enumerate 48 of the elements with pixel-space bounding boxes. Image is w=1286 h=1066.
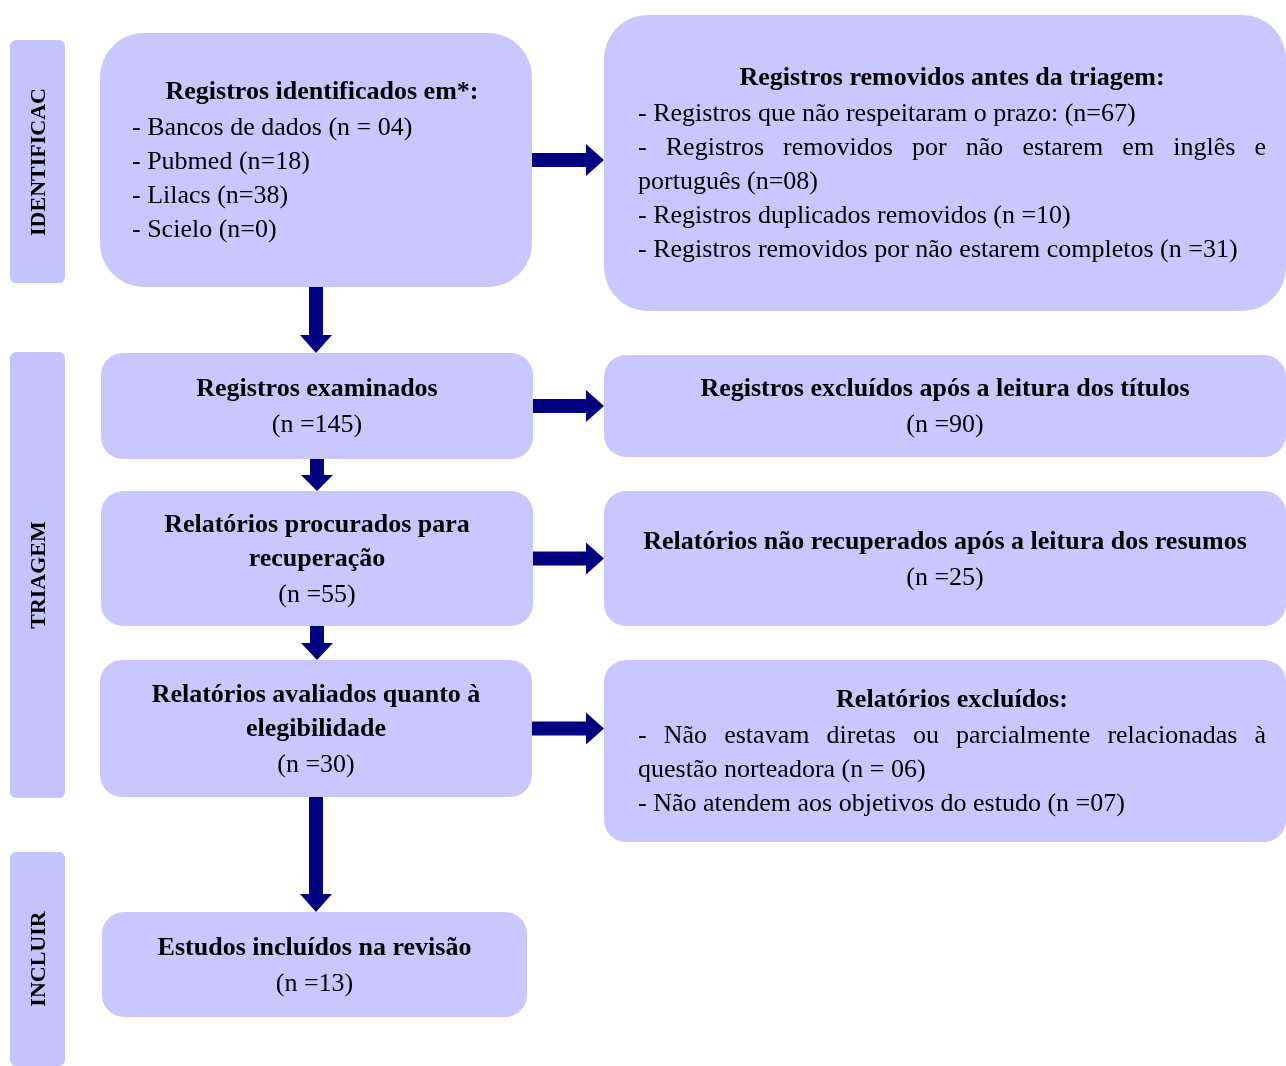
phase-label: TRIAGEM (26, 521, 49, 629)
box-text: - Pubmed (n=18) (132, 145, 311, 177)
process-box (100, 33, 532, 287)
process-box (604, 491, 1286, 626)
box-text: - Scielo (n=0) (132, 213, 278, 245)
phase-label: IDENTIFICAC (26, 87, 49, 236)
phase-band (10, 852, 65, 1066)
box-text: - Registros removidos por não estarem completos (n =31) (638, 233, 1239, 265)
box-text: - Lilacs (n=38) (132, 179, 290, 211)
box-heading: Registros examinados (195, 372, 439, 404)
box-text: (n =30) (276, 747, 356, 780)
box-text: (n =55) (277, 577, 357, 610)
block-arrow (301, 626, 333, 660)
phase-band (10, 352, 65, 798)
process-box (604, 660, 1286, 842)
box-heading: Relatórios não recuperados após a leitura dos resumos (642, 524, 1248, 557)
box-text: (n =25) (905, 560, 985, 593)
box-heading: Relatórios procurados para recuperação (163, 507, 471, 574)
phase-label: INCLUIR (26, 911, 49, 1007)
block-arrow (532, 712, 604, 745)
box-heading: Registros identificados em*: (164, 75, 480, 107)
box-heading: Relatórios excluídos: (835, 683, 1069, 715)
box-heading: Estudos incluídos na revisão (156, 930, 473, 963)
block-arrow (533, 542, 604, 575)
block-arrow (300, 797, 332, 912)
process-box (101, 353, 533, 459)
box-heading: Relatórios avaliados quanto à elegibilidade (150, 677, 482, 744)
process-box (100, 660, 532, 797)
box-text: - Registros que não respeitaram o prazo: (n=67) (638, 97, 1137, 129)
box-text: (n =90) (905, 408, 985, 440)
process-box (102, 912, 527, 1017)
box-text: - Não atendem aos objetivos do estudo (n =07) (638, 787, 1126, 819)
process-box (604, 355, 1286, 457)
box-text: - Registros removidos por não estarem em inglês e português (n=08) (638, 131, 1266, 197)
box-text: - Bancos de dados (n = 04) (132, 111, 414, 143)
box-text: - Registros duplicados removidos (n =10) (638, 199, 1072, 231)
block-arrow (301, 459, 333, 491)
box-heading: Registros removidos antes da triagem: (738, 61, 1166, 93)
block-arrow (300, 287, 332, 353)
box-heading: Registros excluídos após a leitura dos títulos (699, 372, 1191, 404)
box-text: (n =13) (274, 966, 355, 999)
box-text: (n =145) (270, 408, 364, 440)
process-box (604, 15, 1286, 311)
phase-band (10, 40, 65, 283)
box-text: - Não estavam diretas ou parcialmente relacionadas à questão norteadora (n = 06) (638, 719, 1266, 785)
block-arrow (533, 390, 604, 422)
process-box (101, 491, 533, 626)
block-arrow (532, 144, 604, 176)
